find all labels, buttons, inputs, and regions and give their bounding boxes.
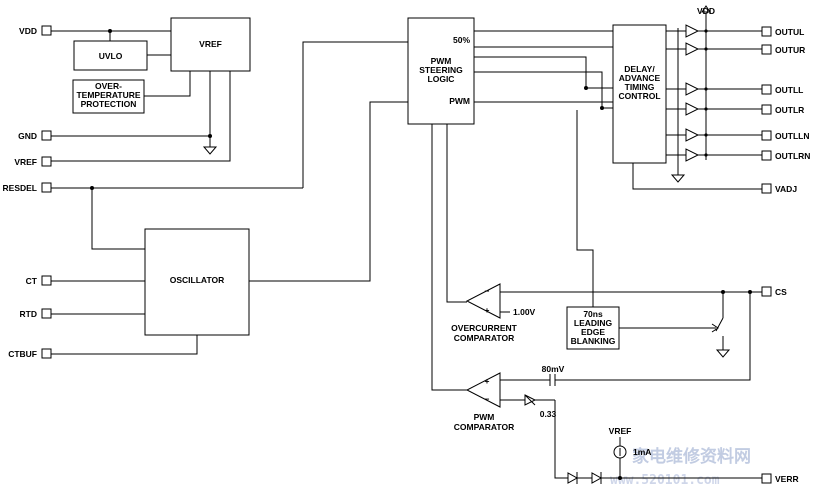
- oscillator-block: OSCILLATOR: [144, 228, 250, 336]
- delay-label-2: ADVANCE: [619, 73, 661, 83]
- oc-minus: −: [485, 286, 490, 296]
- oc-label-2: COMPARATOR: [454, 333, 514, 343]
- pin-cs-label: CS: [775, 287, 787, 297]
- pwm-comp-minus: −: [485, 394, 490, 404]
- pin-ct-label: CT: [26, 276, 38, 286]
- otp-label-2: TEMPERATURE: [76, 90, 140, 100]
- otp-label-3: PROTECTION: [81, 99, 137, 109]
- pwm-steering-label-1: PWM: [431, 56, 452, 66]
- pin-vadj: VADJ: [761, 183, 797, 194]
- blanking-label-3: EDGE: [581, 327, 605, 337]
- pin-outll-label: OUTLL: [775, 85, 803, 95]
- vref-block: VREF: [170, 17, 251, 72]
- pin-vdd: VDD: [19, 25, 52, 36]
- pin-outul-label: OUTUL: [775, 27, 804, 37]
- diode-2-icon: [591, 472, 603, 484]
- pin-ct: CT: [26, 275, 52, 286]
- driver-lrn-icon: [685, 148, 700, 162]
- pwm-steering-block: PWM STEERING LOGIC 50% PWM: [407, 17, 475, 125]
- pin-outur: OUTUR: [761, 44, 805, 55]
- blanking-label-4: BLANKING: [571, 336, 616, 346]
- blanking-label-2: LEADING: [574, 318, 613, 328]
- pin-outlrn-label: OUTLRN: [775, 151, 810, 161]
- pin-rtd: RTD: [20, 308, 52, 319]
- watermark-url: www.520101.com: [610, 473, 720, 488]
- gain-033-label: 0.33: [540, 409, 557, 419]
- left-wiring: [51, 29, 408, 355]
- pin-ctbuf: CTBUF: [8, 348, 52, 359]
- pwm-steering-label-2: STEERING: [419, 65, 463, 75]
- oc-label-1: OVERCURRENT: [451, 323, 517, 333]
- steering-wiring: [431, 30, 762, 391]
- pin-outul: OUTUL: [761, 26, 804, 37]
- pin-gnd: GND: [18, 130, 52, 141]
- pin-vadj-label: VADJ: [775, 184, 797, 194]
- pwm-comp-plus: +: [485, 376, 490, 386]
- vref-block-label: VREF: [199, 39, 222, 49]
- pin-resdel: RESDEL: [3, 182, 52, 193]
- v100-label: 1.00V: [513, 307, 536, 317]
- delay-label-3: TIMING: [625, 82, 655, 92]
- pwm-steering-pwm: PWM: [449, 96, 470, 106]
- delay-block: DELAY/ ADVANCE TIMING CONTROL: [612, 24, 667, 164]
- driver-ur-icon: [685, 42, 700, 56]
- pin-outlr-label: OUTLR: [775, 105, 804, 115]
- pin-outlrn: OUTLRN: [761, 150, 810, 161]
- pin-cs: CS: [761, 286, 787, 297]
- uvlo-block: UVLO: [73, 40, 148, 71]
- pin-vref-label: VREF: [14, 157, 37, 167]
- otp-block: OVER- TEMPERATURE PROTECTION: [72, 79, 145, 114]
- pin-verr-label: VERR: [775, 474, 799, 484]
- cs-wiring: [500, 290, 762, 386]
- pin-outlr: OUTLR: [761, 104, 804, 115]
- driver-ll-icon: [685, 82, 700, 96]
- pin-vref: VREF: [14, 156, 52, 167]
- overcurrent-comparator: − + 1.00V OVERCURRENT COMPARATOR: [451, 283, 536, 343]
- ground-symbol: [202, 146, 218, 155]
- otp-label-1: OVER-: [95, 81, 122, 91]
- pwm-comp-label-1: PWM: [474, 412, 495, 422]
- blanking-label-1: 70ns: [583, 309, 603, 319]
- oscillator-label: OSCILLATOR: [170, 275, 224, 285]
- pin-gnd-label: GND: [18, 131, 37, 141]
- pwm-steering-50pct: 50%: [453, 35, 470, 45]
- ma1-label: 1mA: [633, 447, 651, 457]
- pin-ctbuf-label: CTBUF: [8, 349, 37, 359]
- pin-vdd-label: VDD: [19, 26, 37, 36]
- pwm-comparator: + − 80mV PWM COMPARATOR 0.33: [454, 364, 762, 479]
- driver-ground-icon: [670, 174, 686, 183]
- blanking-block: 70ns LEADING EDGE BLANKING: [566, 306, 620, 350]
- output-drivers: VDD: [666, 5, 762, 183]
- pin-rtd-label: RTD: [20, 309, 37, 319]
- pin-outur-label: OUTUR: [775, 45, 805, 55]
- pin-resdel-label: RESDEL: [3, 183, 37, 193]
- mv80-label: 80mV: [542, 364, 565, 374]
- pwm-steering-label-3: LOGIC: [428, 74, 455, 84]
- pin-verr: VERR: [761, 473, 799, 484]
- verr-wiring: VREF 1mA: [567, 426, 651, 484]
- watermark-text: 家电维修资料网: [632, 446, 751, 467]
- driver-lln-icon: [685, 128, 700, 142]
- driver-ul-icon: [685, 24, 700, 38]
- diode-1-icon: [567, 472, 579, 484]
- pin-outlln: OUTLLN: [761, 130, 809, 141]
- driver-lr-icon: [685, 102, 700, 116]
- uvlo-label: UVLO: [99, 51, 123, 61]
- vref-source-label: VREF: [609, 426, 632, 436]
- oc-plus: +: [485, 305, 490, 315]
- delay-label-1: DELAY/: [624, 64, 655, 74]
- pwm-comp-label-2: COMPARATOR: [454, 422, 514, 432]
- vdd-top-label: VDD: [697, 6, 715, 16]
- delay-label-4: CONTROL: [618, 91, 660, 101]
- pin-outlln-label: OUTLLN: [775, 131, 809, 141]
- pin-outll: OUTLL: [761, 84, 803, 95]
